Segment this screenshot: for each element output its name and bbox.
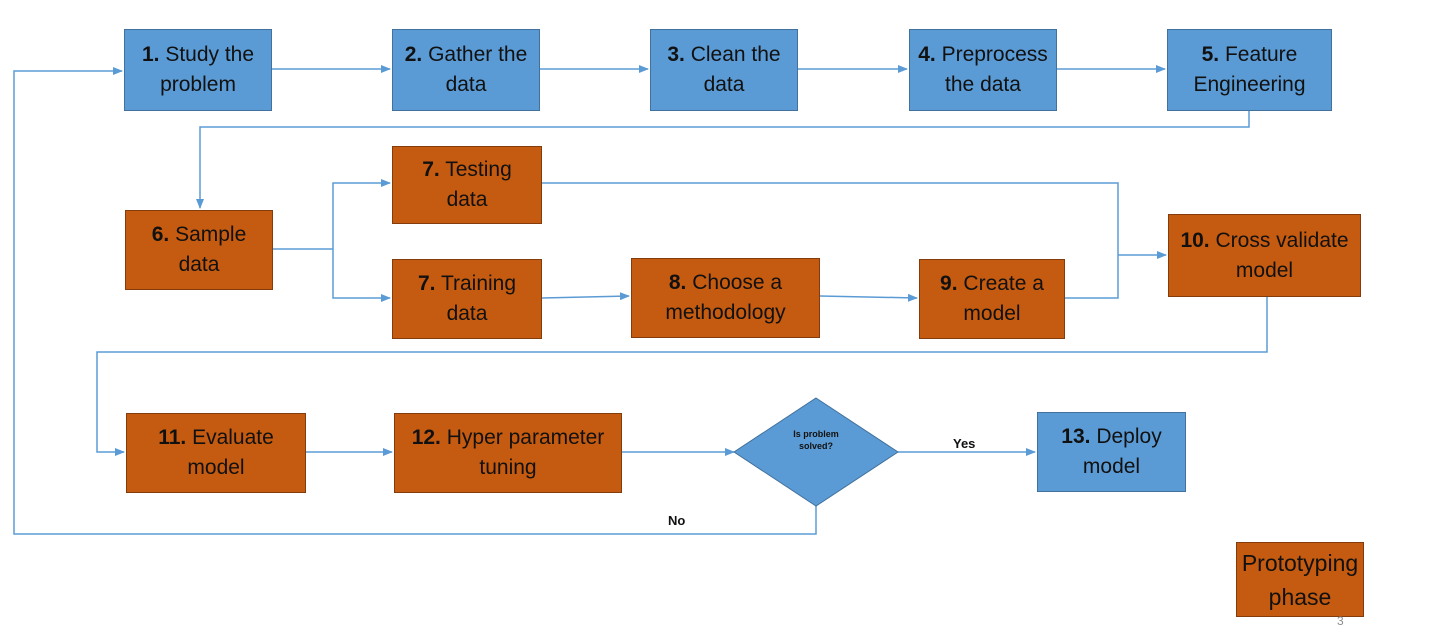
arrow-10-11	[96, 297, 1268, 456]
legend-label: Prototyping phase	[1241, 549, 1359, 610]
arrow-6-7train	[332, 249, 391, 302]
step-1-study-problem: 1. Study the problem	[124, 29, 272, 111]
step-11-evaluate-model: 11. Evaluate model	[126, 413, 306, 493]
step-2-gather-data: 2. Gather the data	[392, 29, 540, 111]
step-6-sample-data: 6. Sample data	[125, 210, 273, 290]
step-12-hyper-parameter-tuning: 12. Hyper parameter tuning	[394, 413, 622, 493]
step-4-preprocess-data: 4. Preprocess the data	[909, 29, 1057, 111]
line-9-10	[1065, 255, 1119, 299]
decision-label: Is problem solved?	[793, 429, 839, 451]
legend-prototyping-phase: Prototyping phase	[1236, 542, 1364, 617]
edge-label-no: No	[668, 513, 686, 528]
edge-label-yes: Yes	[953, 436, 976, 451]
decision-diamond	[733, 397, 899, 507]
page-number: 3	[1337, 614, 1344, 628]
line-7test-10	[542, 182, 1119, 255]
step-7-training-data: 7. Training data	[392, 259, 542, 339]
step-7-testing-data: 7. Testing data	[392, 146, 542, 224]
arrow-7-8	[541, 292, 630, 301]
step-10-cross-validate-model: 10. Cross validate model	[1168, 214, 1361, 297]
step-9-create-model: 9. Create a model	[919, 259, 1065, 339]
arrow-8-9	[819, 293, 918, 302]
arrow-6-7test	[332, 179, 391, 249]
step-3-clean-data: 3. Clean the data	[650, 29, 798, 111]
step-5-feature-engineering: 5. Feature Engineering	[1167, 29, 1332, 111]
step-8-choose-methodology: 8. Choose a methodology	[631, 258, 820, 338]
arrow-no-loop	[13, 67, 817, 535]
arrow-5-6	[196, 110, 1250, 209]
step-13-deploy-model: 13. Deploy model	[1037, 412, 1186, 492]
